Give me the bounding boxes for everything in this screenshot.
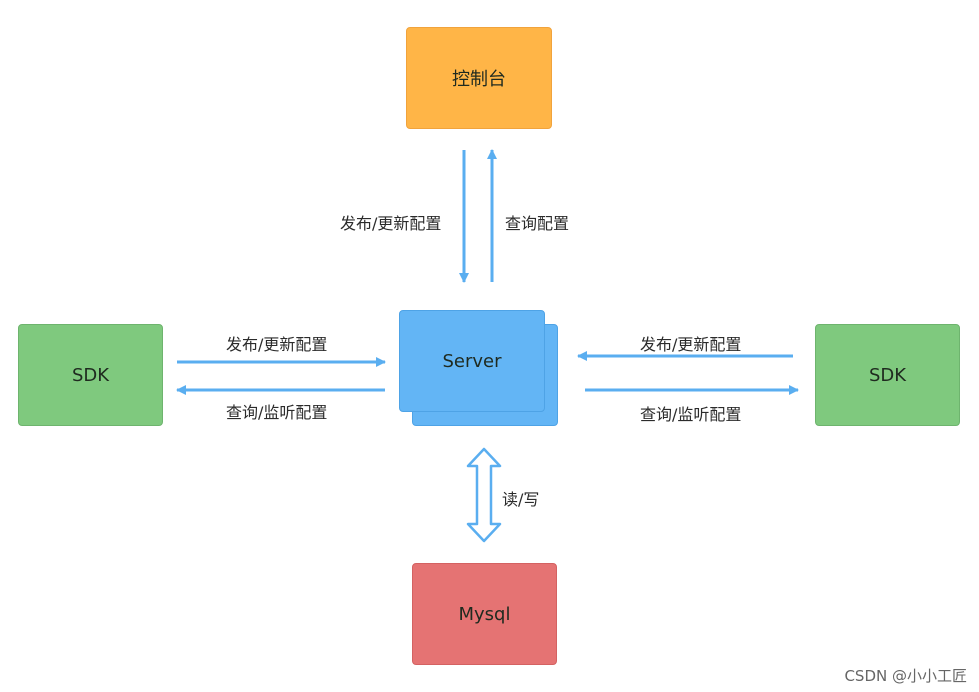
console-label: 控制台 (452, 69, 506, 90)
edge-label-mysql-rw: 读/写 (502, 490, 540, 509)
mysql-label: Mysql (458, 603, 511, 625)
sdk-right-label: SDK (868, 364, 907, 386)
edge-label-console-publish: 发布/更新配置 (340, 214, 442, 233)
edge-label-left-query: 查询/监听配置 (226, 403, 328, 422)
sdk-left-node: SDK (18, 324, 163, 426)
watermark: CSDN @小小工匠 (844, 667, 967, 685)
edge-label-right-query: 查询/监听配置 (640, 405, 742, 424)
server-node: Server (399, 310, 545, 412)
sdk-left-label: SDK (71, 364, 110, 386)
edge-label-right-publish: 发布/更新配置 (640, 335, 742, 354)
edge-label-console-query: 查询配置 (505, 214, 570, 233)
server-label: Server (442, 350, 502, 372)
edge-label-left-publish: 发布/更新配置 (226, 335, 328, 354)
console-node: 控制台 (406, 27, 552, 129)
mysql-node: Mysql (412, 563, 557, 665)
double-arrow-server-mysql (466, 447, 502, 543)
sdk-right-node: SDK (815, 324, 960, 426)
